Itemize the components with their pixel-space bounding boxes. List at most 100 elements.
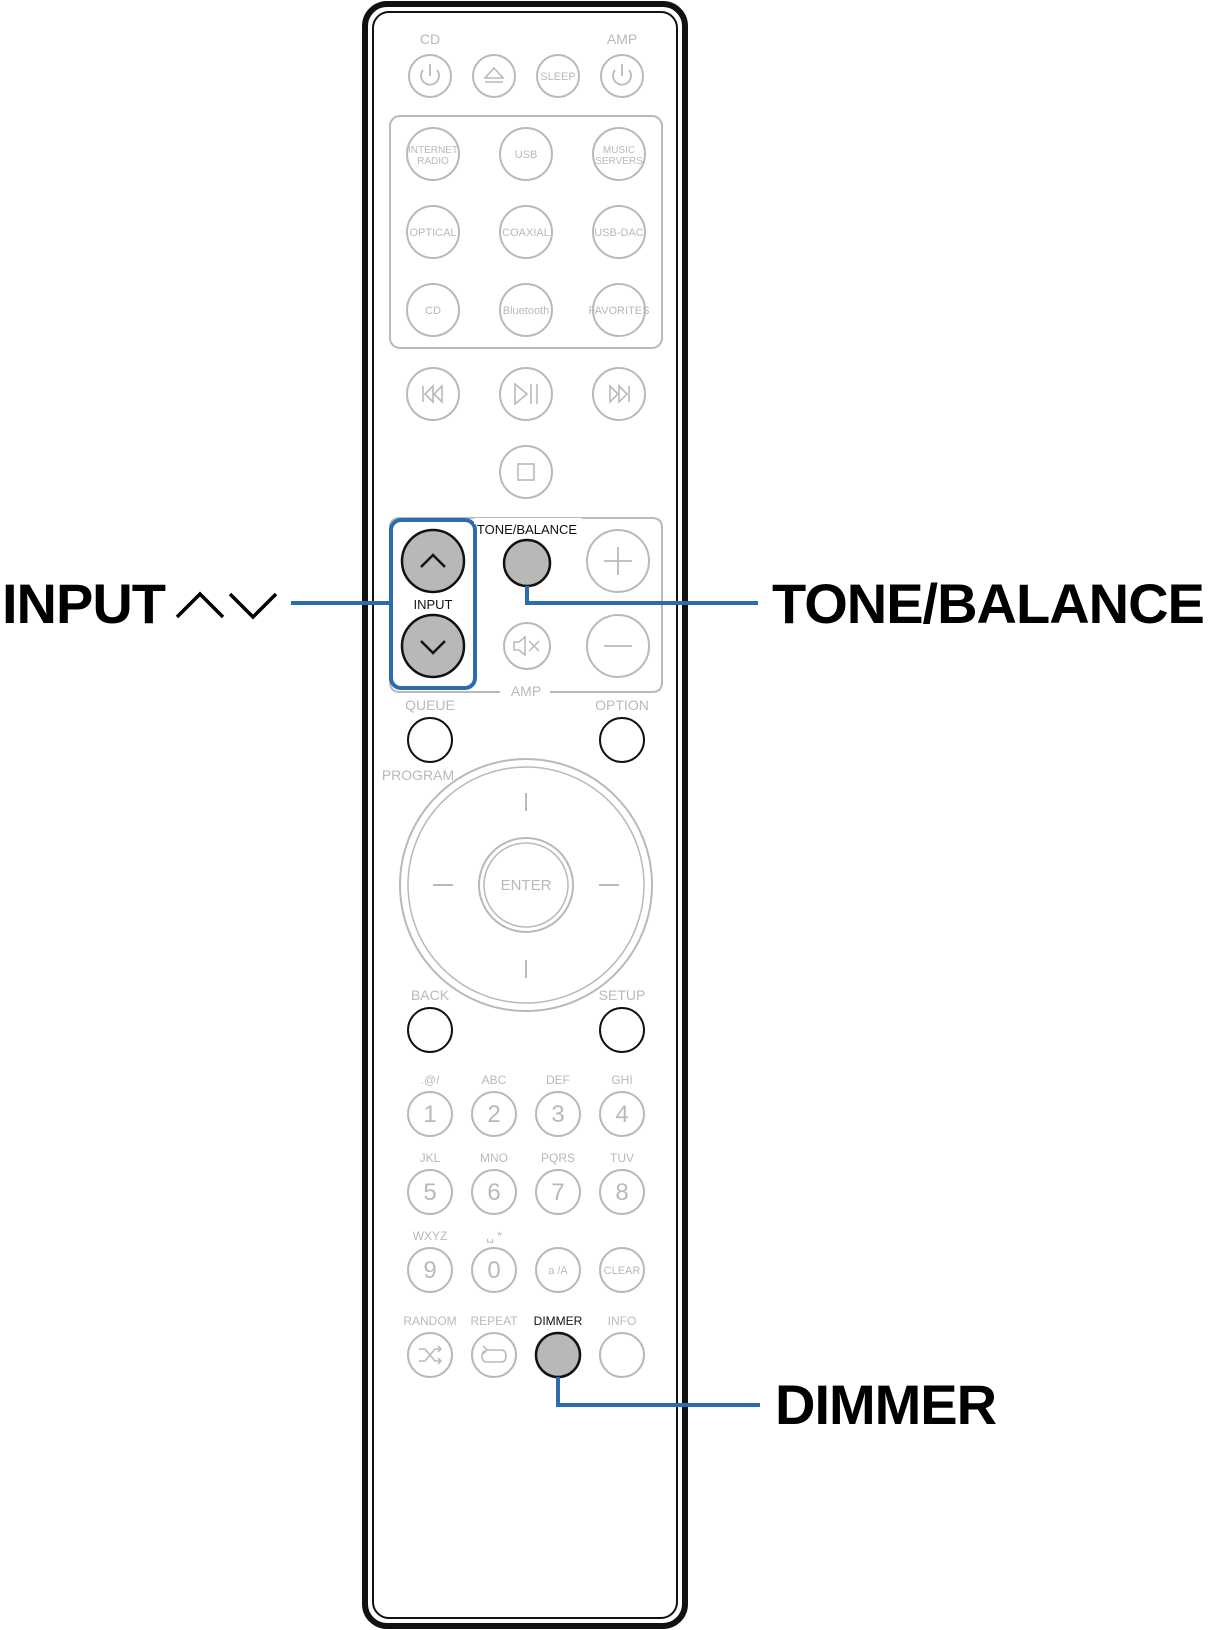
source-label: USB	[515, 149, 538, 161]
source-button-5[interactable]: USB-DAC	[592, 205, 646, 259]
bottom-label-3: INFO	[608, 1314, 637, 1328]
chevron-down-icon	[420, 640, 446, 655]
keypad-letters: TUV	[610, 1151, 634, 1165]
bottom-label-2: DIMMER	[534, 1314, 583, 1328]
source-group-frame	[389, 115, 663, 349]
repeat-icon	[481, 1345, 507, 1363]
keypad-button-3[interactable]: 4	[599, 1091, 645, 1137]
source-label: COAXIAL	[502, 227, 550, 239]
tone-balance-callout-label: TONE/BALANCE	[772, 572, 1205, 635]
queue-button[interactable]	[407, 717, 453, 763]
stop-button[interactable]	[499, 445, 553, 499]
keypad-letters: DEF	[546, 1073, 570, 1087]
chevron-up-icon	[420, 553, 446, 568]
source-button-1[interactable]: USB	[499, 127, 553, 181]
nav-ring-inner	[407, 766, 645, 1004]
source-label: MUSIC	[603, 145, 635, 156]
keypad-key-label: 0	[487, 1257, 500, 1284]
keypad-button-1[interactable]: 2	[471, 1091, 517, 1137]
cd-power-button[interactable]	[408, 54, 452, 98]
enter-label: ENTER	[501, 877, 552, 894]
keypad-button-0[interactable]: 1	[407, 1091, 453, 1137]
shuffle-icon	[419, 1345, 443, 1365]
repeat-button[interactable]	[471, 1332, 517, 1378]
keypad-button-10[interactable]: a /A	[535, 1247, 581, 1293]
input-down-button[interactable]	[400, 613, 466, 679]
source-label: USB-DAC	[594, 227, 644, 239]
tone-label-bg	[474, 518, 582, 524]
callout-chevron-up-icon	[175, 591, 225, 619]
source-button-3[interactable]: OPTICAL	[406, 205, 460, 259]
back-button[interactable]	[407, 1007, 453, 1053]
dimmer-button[interactable]	[534, 1331, 582, 1379]
keypad-button-2[interactable]: 3	[535, 1091, 581, 1137]
mute-icon	[513, 635, 540, 657]
eject-button[interactable]	[472, 54, 516, 98]
source-button-6[interactable]: CD	[406, 283, 460, 337]
amp-group-label: AMP	[511, 683, 541, 699]
input-up-button[interactable]	[400, 528, 466, 594]
keypad-key-label: 8	[615, 1179, 628, 1206]
input-callout-label: INPUT	[2, 572, 166, 635]
keypad-key-label: 7	[551, 1179, 564, 1206]
keypad-key-label: 2	[487, 1101, 500, 1128]
keypad-letters: ␣ *	[486, 1229, 502, 1243]
amp-section-label: AMP	[607, 31, 637, 47]
keypad-letters: ABC	[482, 1073, 507, 1087]
source-button-4[interactable]: COAXIAL	[499, 205, 553, 259]
source-label: Bluetooth	[503, 305, 549, 317]
source-label-line2: SERVERS	[595, 156, 643, 167]
keypad-key-label: 1	[423, 1101, 436, 1128]
volume-up-button[interactable]	[586, 529, 650, 593]
option-button[interactable]	[599, 717, 645, 763]
enter-button[interactable]: ENTER	[478, 837, 574, 933]
keypad-key-label: 6	[487, 1179, 500, 1206]
keypad-button-5[interactable]: 6	[471, 1169, 517, 1215]
tone-balance-button[interactable]	[502, 538, 552, 588]
sleep-button[interactable]: SLEEP	[536, 54, 580, 98]
keypad-key-label: CLEAR	[604, 1265, 641, 1277]
play-pause-button[interactable]	[499, 367, 553, 421]
eject-icon	[483, 66, 505, 83]
random-button[interactable]	[407, 1332, 453, 1378]
source-label: CD	[425, 305, 441, 317]
source-label: INTERNET	[408, 145, 458, 156]
skip-back-icon	[422, 384, 443, 404]
stop-icon	[517, 463, 535, 481]
dimmer-callout-line	[556, 1377, 760, 1407]
keypad-letters: GHI	[611, 1073, 632, 1087]
source-label-line2: RADIO	[417, 156, 449, 167]
keypad-button-8[interactable]: 9	[407, 1247, 453, 1293]
bottom-label-0: RANDOM	[403, 1314, 456, 1328]
keypad-button-7[interactable]: 8	[599, 1169, 645, 1215]
source-button-8[interactable]: FAVORITES	[589, 283, 650, 337]
bottom-label-1: REPEAT	[470, 1314, 518, 1328]
source-button-7[interactable]: Bluetooth	[499, 283, 553, 337]
callout-chevron-down-icon	[228, 592, 278, 620]
option-label: OPTION	[595, 697, 649, 713]
skip-back-button[interactable]	[406, 367, 460, 421]
queue-label: QUEUE	[405, 697, 455, 713]
keypad-button-11[interactable]: CLEAR	[599, 1247, 645, 1293]
setup-button[interactable]	[599, 1007, 645, 1053]
keypad-letters: .@/	[421, 1073, 441, 1087]
keypad-button-6[interactable]: 7	[535, 1169, 581, 1215]
keypad-key-label: 5	[423, 1179, 436, 1206]
info-button[interactable]	[599, 1332, 645, 1378]
play-pause-icon	[514, 382, 538, 406]
keypad-key-label: a /A	[548, 1265, 568, 1277]
program-label: PROGRAM	[382, 767, 454, 783]
cd-section-label: CD	[420, 31, 440, 47]
skip-forward-button[interactable]	[592, 367, 646, 421]
power-icon	[612, 64, 632, 86]
keypad-letters: WXYZ	[413, 1229, 448, 1243]
volume-down-button[interactable]	[586, 614, 650, 678]
amp-power-button[interactable]	[600, 54, 644, 98]
keypad-button-9[interactable]: 0	[471, 1247, 517, 1293]
mute-button[interactable]	[503, 622, 551, 670]
tone-balance-label: TONE/BALANCE	[477, 522, 578, 537]
source-label: OPTICAL	[409, 227, 456, 239]
keypad-button-4[interactable]: 5	[407, 1169, 453, 1215]
